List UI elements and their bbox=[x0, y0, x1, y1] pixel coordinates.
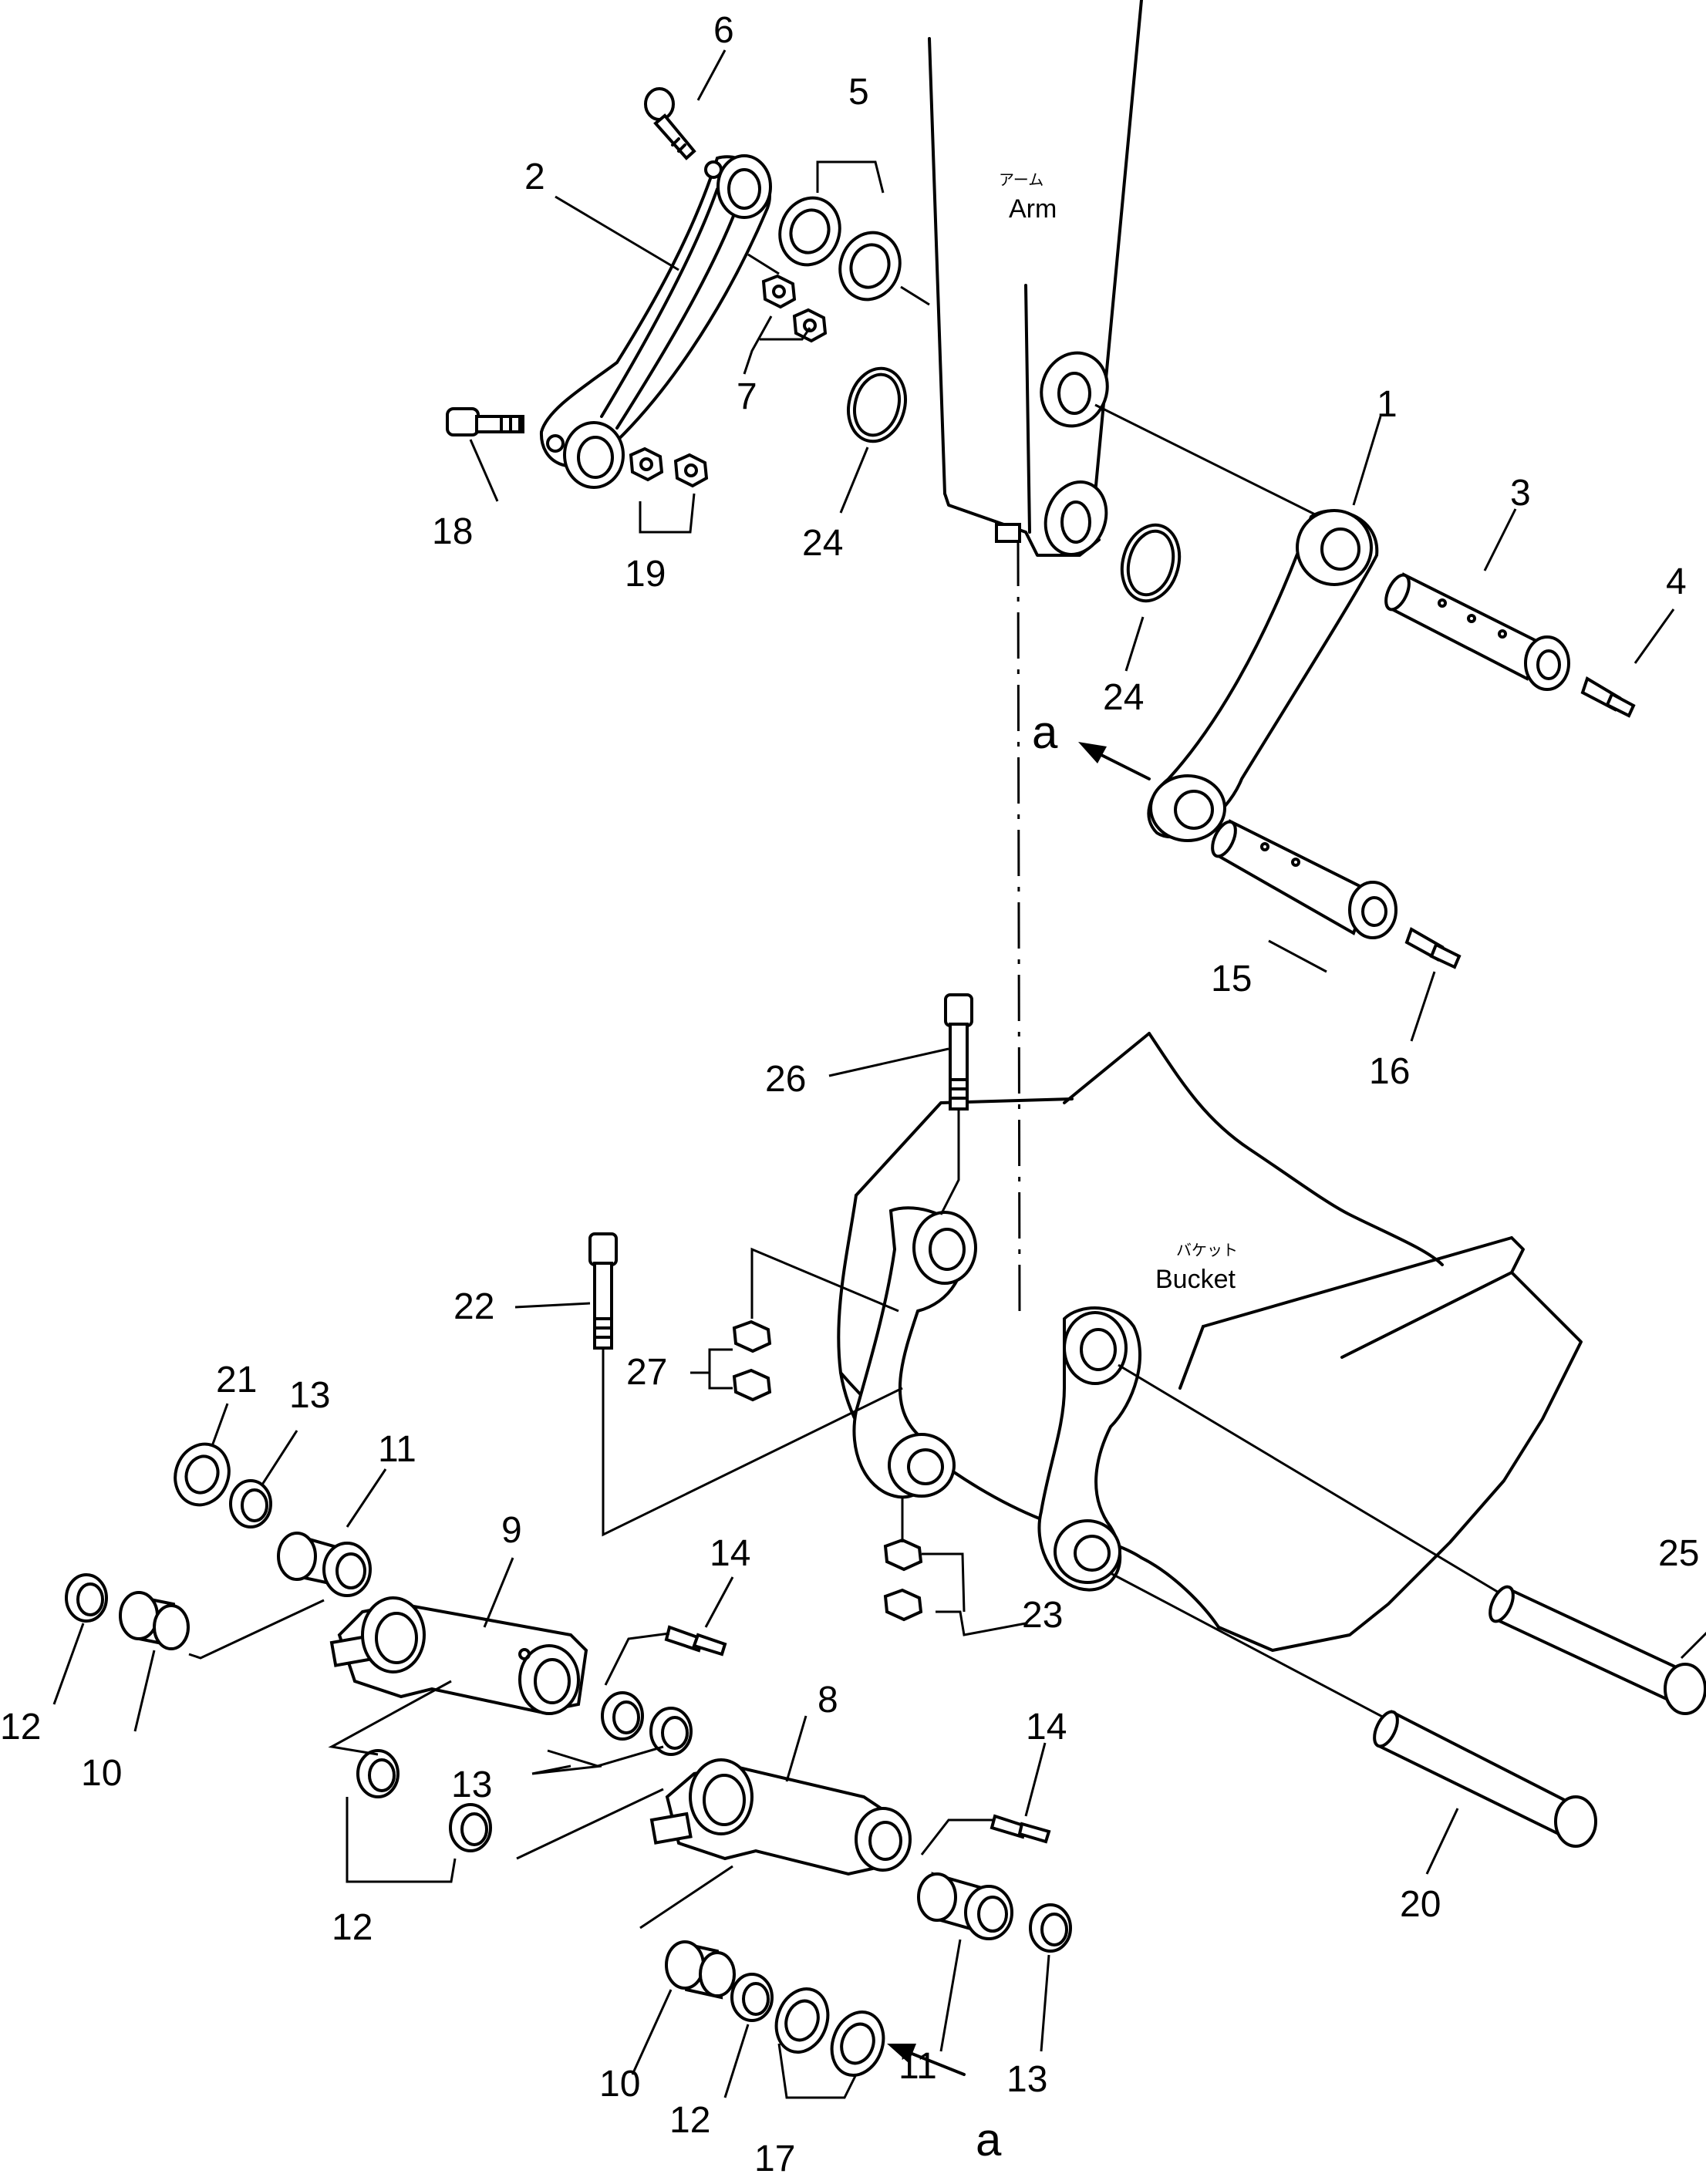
nut-part-23 bbox=[883, 1538, 923, 1622]
callout-7: 7 bbox=[737, 376, 757, 417]
seal-part-12 bbox=[65, 1573, 774, 2022]
callout-11-upper: 11 bbox=[378, 1429, 416, 1470]
bucket-part: バケット Bucket bbox=[837, 1032, 1583, 1652]
pin-part-25 bbox=[1118, 1363, 1706, 1715]
seal-part-13 bbox=[229, 1479, 1072, 1953]
reference-arrow-a-lower: a bbox=[887, 2044, 1002, 2165]
pin-part-3 bbox=[1384, 572, 1570, 691]
callout-13-lower: 13 bbox=[1006, 2059, 1047, 2100]
callout-22: 22 bbox=[453, 1286, 494, 1327]
callout-12-left: 12 bbox=[0, 1707, 41, 1748]
callout-1: 1 bbox=[1377, 384, 1398, 425]
callout-14-lower: 14 bbox=[1026, 1707, 1067, 1748]
callout-2: 2 bbox=[524, 157, 545, 197]
callout-24-right: 24 bbox=[1103, 677, 1144, 718]
callout-6: 6 bbox=[713, 10, 734, 51]
leader-lines bbox=[52, 49, 1706, 2099]
bucket-label: Bucket bbox=[1155, 1265, 1236, 1294]
shim-part-5 bbox=[778, 196, 902, 302]
bushing-part-11 bbox=[277, 1532, 1013, 1940]
callout-24-left: 24 bbox=[802, 523, 843, 564]
callout-26: 26 bbox=[765, 1059, 806, 1100]
grease-fitting-part-14-upper bbox=[664, 1625, 727, 1657]
nut-part-27 bbox=[732, 1320, 772, 1402]
link-part-2 bbox=[539, 154, 772, 489]
callout-17: 17 bbox=[754, 2138, 795, 2179]
bolt-part-26 bbox=[944, 993, 973, 1111]
bushing-part-10 bbox=[119, 1591, 736, 2000]
nut-part-7 bbox=[761, 274, 828, 343]
callout-13-middle: 13 bbox=[451, 1764, 492, 1805]
nut-part-19 bbox=[629, 447, 709, 488]
callout-23: 23 bbox=[1022, 1595, 1063, 1636]
callout-12-lower: 12 bbox=[669, 2100, 710, 2141]
link-part-1 bbox=[1147, 509, 1379, 842]
shim-part-17 bbox=[774, 1987, 885, 2077]
callout-3: 3 bbox=[1510, 473, 1531, 514]
callout-10-lower: 10 bbox=[599, 2064, 640, 2105]
reference-label-a-upper: a bbox=[1032, 706, 1058, 758]
grease-fitting-part-16 bbox=[1404, 927, 1462, 969]
reference-arrow-a-upper: a bbox=[1032, 706, 1151, 780]
callout-16: 16 bbox=[1369, 1051, 1410, 1092]
callout-15: 15 bbox=[1211, 959, 1252, 999]
bucket-label-jp: バケット bbox=[1176, 1241, 1238, 1259]
o-ring-part-24 bbox=[847, 366, 1182, 603]
callout-11-lower: 11 bbox=[899, 2046, 937, 2087]
arm-label-jp: アーム bbox=[999, 170, 1043, 189]
callout-18: 18 bbox=[432, 511, 473, 552]
link-part-9 bbox=[329, 1596, 588, 1715]
callout-12-middle: 12 bbox=[332, 1907, 373, 1948]
arm-label: Arm bbox=[1009, 194, 1057, 224]
callout-numbers: 1 2 3 4 5 6 7 8 9 10 10 11 11 12 12 12 1… bbox=[0, 10, 1699, 2179]
pin-part-15 bbox=[1211, 819, 1398, 939]
callout-19: 19 bbox=[625, 554, 666, 595]
callout-27: 27 bbox=[626, 1352, 667, 1393]
callout-10-left: 10 bbox=[81, 1753, 122, 1794]
reference-label-a-lower: a bbox=[976, 2114, 1002, 2165]
grease-fitting-part-4 bbox=[1580, 676, 1636, 718]
bolt-part-18 bbox=[446, 407, 524, 436]
callout-21: 21 bbox=[216, 1360, 257, 1400]
callout-4: 4 bbox=[1666, 561, 1687, 602]
pin-part-20 bbox=[1110, 1572, 1597, 1848]
callout-9: 9 bbox=[501, 1510, 522, 1551]
callout-14-upper: 14 bbox=[710, 1533, 750, 1574]
grease-fitting-part-14-lower bbox=[990, 1814, 1051, 1844]
callout-20: 20 bbox=[1400, 1884, 1441, 1925]
arm-part: アーム Arm bbox=[928, 0, 1143, 557]
bolt-part-22 bbox=[588, 1232, 618, 1350]
callout-8: 8 bbox=[818, 1680, 838, 1721]
bolt-part-6 bbox=[644, 87, 696, 160]
callout-5: 5 bbox=[848, 72, 869, 113]
shim-part-21 bbox=[174, 1442, 231, 1507]
link-part-8 bbox=[649, 1758, 912, 1876]
callout-25: 25 bbox=[1658, 1533, 1699, 1574]
callout-13-upper: 13 bbox=[289, 1375, 330, 1416]
